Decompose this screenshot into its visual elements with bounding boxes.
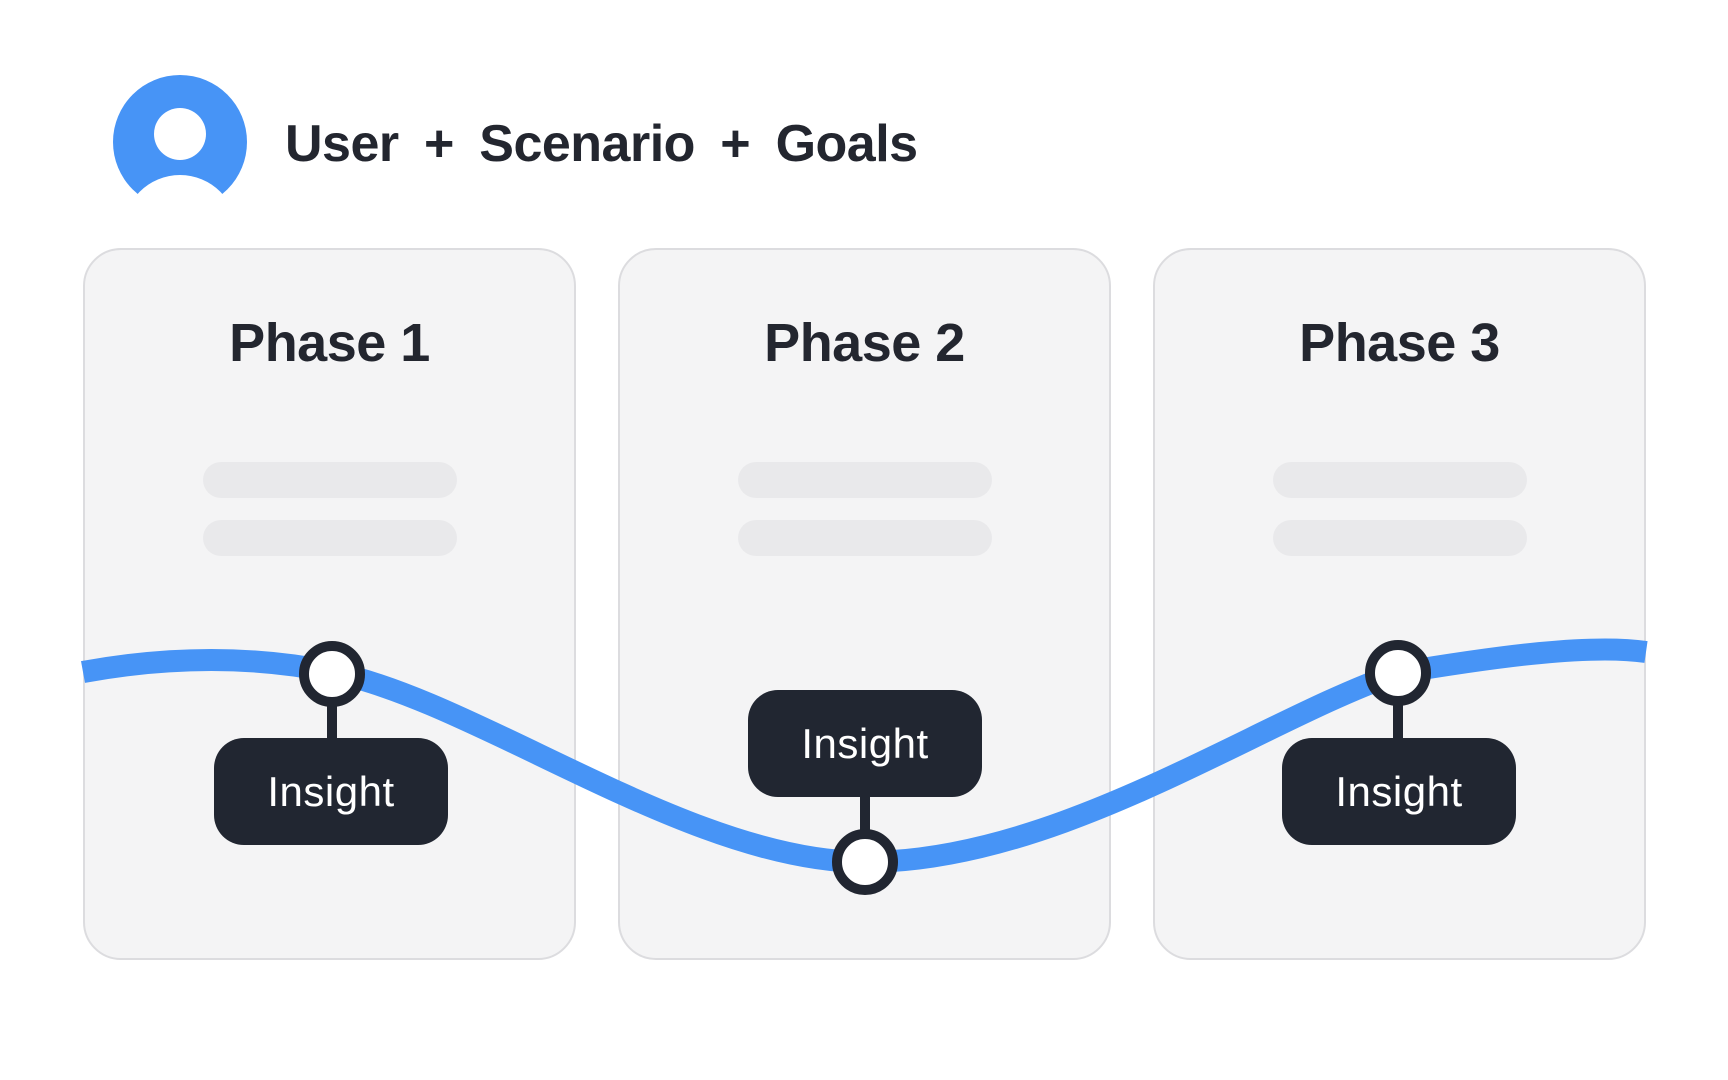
page-title: User + Scenario + Goals [285, 115, 918, 173]
placeholder-line [737, 462, 992, 498]
insight-badge-phase-3: Insight [1282, 738, 1516, 845]
placeholder-line [202, 462, 457, 498]
user-avatar-icon [113, 75, 247, 209]
insight-badge-label: Insight [801, 719, 929, 767]
phase-card-1: Phase 1 [83, 248, 576, 960]
phase-1-title: Phase 1 [229, 313, 430, 373]
phase-card-2: Phase 2 [618, 248, 1111, 960]
phase-2-title: Phase 2 [764, 313, 965, 373]
insight-badge-label: Insight [1335, 767, 1463, 815]
insight-badge-label: Insight [267, 767, 395, 815]
placeholder-line [202, 520, 457, 556]
insight-badge-phase-2: Insight [748, 690, 982, 797]
header: User + Scenario + Goals [0, 0, 1728, 220]
phase-card-3: Phase 3 [1153, 248, 1646, 960]
placeholder-line [1272, 520, 1527, 556]
placeholder-line [737, 520, 992, 556]
placeholder-line [1272, 462, 1527, 498]
insight-badge-phase-1: Insight [214, 738, 448, 845]
phase-3-title: Phase 3 [1299, 313, 1500, 373]
